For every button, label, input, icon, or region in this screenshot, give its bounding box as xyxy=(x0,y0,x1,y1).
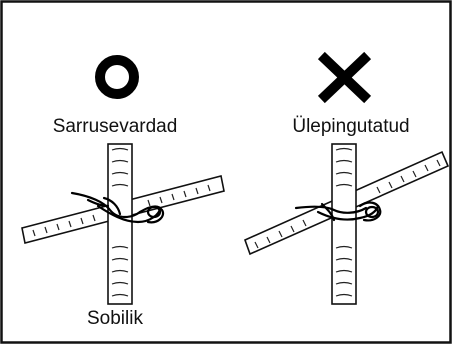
x-cross-icon xyxy=(317,51,372,104)
circle-o-icon xyxy=(95,55,139,99)
caption-label: Sobilik xyxy=(87,308,143,329)
right-tie-wire xyxy=(294,201,382,222)
left-vertical-rebar xyxy=(107,143,133,305)
left-tie-wire xyxy=(70,191,165,224)
incorrect-label: Ülepingutatud xyxy=(292,116,410,137)
correct-label: Sarrusevardad xyxy=(52,116,178,137)
right-vertical-rebar xyxy=(331,143,357,305)
